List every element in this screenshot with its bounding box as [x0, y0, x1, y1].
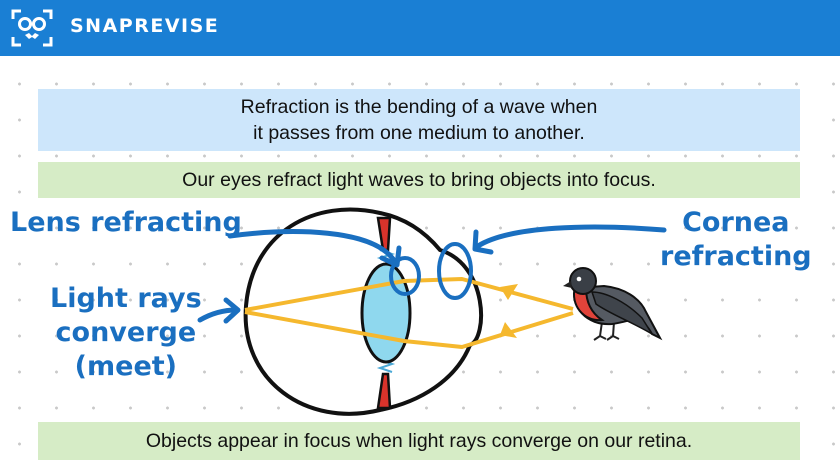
definition-line-2: it passes from one medium to another. — [253, 122, 585, 144]
lens-refracting-label: Lens refracting — [10, 207, 242, 238]
light-rays-converge-label: Light rays converge (meet) — [50, 282, 202, 384]
ray-arrow-lower — [500, 322, 517, 338]
ray-arrow-upper — [500, 284, 518, 300]
cornea-label-arrow — [475, 224, 667, 249]
light-label-line-1: Light rays — [50, 283, 202, 314]
cornea-refraction-circle — [437, 242, 473, 300]
conclusion-box: Objects appear in focus when light rays … — [38, 422, 800, 460]
light-rays-label-arrow — [197, 307, 239, 323]
light-label-line-3: (meet) — [74, 351, 178, 382]
light-label-line-2: converge — [55, 317, 197, 348]
cornea-label-line-2: refracting — [660, 241, 812, 272]
ciliary-muscle-top — [376, 216, 392, 252]
definition-line-1: Refraction is the bending of a wave when — [240, 96, 598, 118]
cornea-refracting-label: Cornea refracting — [660, 206, 812, 274]
header-bar: SNAPREVISE — [0, 0, 840, 56]
light-ray-lower — [244, 310, 574, 349]
light-ray-upper — [244, 277, 574, 312]
definition-box: Refraction is the bending of a wave when… — [38, 89, 800, 151]
lens-label-arrow — [227, 229, 398, 265]
lens-refraction-circle — [389, 256, 421, 296]
bird-illustration — [563, 267, 663, 341]
lens — [360, 262, 412, 364]
statement-box: Our eyes refract light waves to bring ob… — [38, 162, 800, 198]
cornea-label-line-1: Cornea — [682, 207, 790, 238]
ciliary-muscle-bottom — [376, 372, 392, 410]
glasses-face-icon — [11, 9, 53, 47]
brand-name: SNAPREVISE — [70, 15, 220, 37]
